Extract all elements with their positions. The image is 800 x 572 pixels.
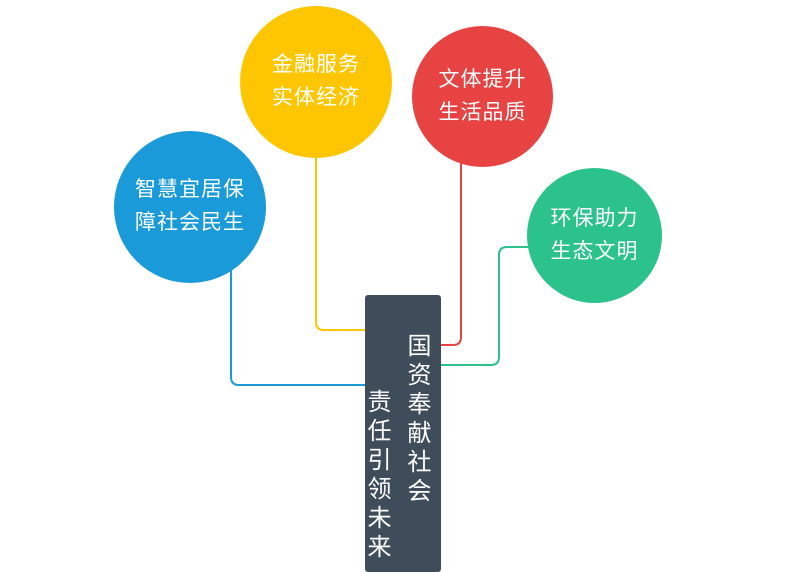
connector-culture-sports-line xyxy=(440,160,462,346)
node-smart-living-label-line1: 智慧宜居保 xyxy=(135,178,245,202)
node-culture-sports-label-line1: 文体提升 xyxy=(438,67,527,91)
center-banner: 国资奉献社会 责任引领未来 xyxy=(363,295,441,572)
node-smart-living: 智慧宜居保 障社会民生 xyxy=(114,131,266,283)
node-culture-sports: 文体提升 生活品质 xyxy=(412,26,553,167)
banner-column-right: 国资奉献社会 xyxy=(403,333,430,507)
node-smart-living-label-line2: 障社会民生 xyxy=(135,211,245,234)
connector-smart-living-line xyxy=(230,268,366,386)
node-environment-label-line1: 环保助力 xyxy=(550,206,639,230)
connector-environment-line xyxy=(440,246,533,366)
node-environment: 环保助力 生态文明 xyxy=(527,168,662,303)
node-environment-label-line2: 生态文明 xyxy=(550,239,639,263)
node-finance-label-line2: 实体经济 xyxy=(272,86,360,109)
node-culture-sports-label-line2: 生活品质 xyxy=(438,100,527,124)
center-banner-text: 国资奉献社会 责任引领未来 xyxy=(363,295,441,572)
banner-column-left: 责任引领未来 xyxy=(363,389,390,563)
node-finance-label-line1: 金融服务 xyxy=(272,53,360,77)
node-finance: 金融服务 实体经济 xyxy=(240,6,392,158)
